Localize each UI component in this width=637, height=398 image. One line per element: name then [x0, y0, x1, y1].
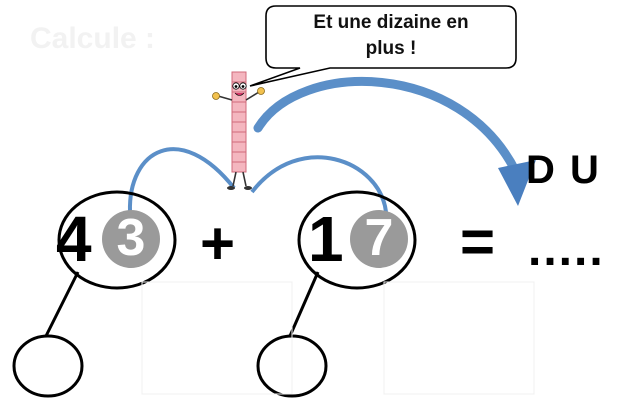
- arc-right-units: [250, 155, 388, 213]
- character-arms: [212, 87, 265, 101]
- left-number-ellipse: [57, 190, 177, 290]
- speech-line-2: plus !: [365, 38, 417, 59]
- ten-rod-cubes: [231, 71, 247, 173]
- carry-arrow-head: [498, 160, 536, 206]
- place-value-label: D U: [526, 148, 601, 192]
- speech-bubble: [249, 5, 517, 87]
- left-tens-digit: 4: [56, 203, 92, 275]
- speech-line-1: Et une dizaine en: [313, 12, 469, 33]
- speech-text: Et une dizaine en plus !: [266, 10, 516, 62]
- equals-sign: =: [460, 208, 496, 275]
- right-units-badge: 7: [350, 210, 408, 268]
- faint-box-right: [383, 281, 535, 395]
- right-tens-digit: 1: [308, 203, 344, 275]
- answer-blank: .....: [528, 223, 605, 276]
- ten-rod-character-icon: [212, 71, 265, 190]
- arc-left-units: [127, 147, 236, 213]
- faint-heading: Calcule :: [30, 22, 156, 55]
- right-number-ellipse: [297, 190, 417, 290]
- character-face: [232, 82, 247, 96]
- left-units-digit: 3: [116, 209, 146, 267]
- carry-arrow: [253, 77, 521, 177]
- faint-box-left: [141, 281, 293, 395]
- plus-sign: +: [200, 210, 236, 277]
- left-units-badge: 3: [102, 210, 160, 268]
- right-units-digit: 7: [364, 209, 394, 267]
- left-branch-circle: [12, 334, 84, 398]
- character-legs: [227, 171, 252, 190]
- right-branch-line: [288, 271, 320, 337]
- left-branch-line: [44, 271, 80, 337]
